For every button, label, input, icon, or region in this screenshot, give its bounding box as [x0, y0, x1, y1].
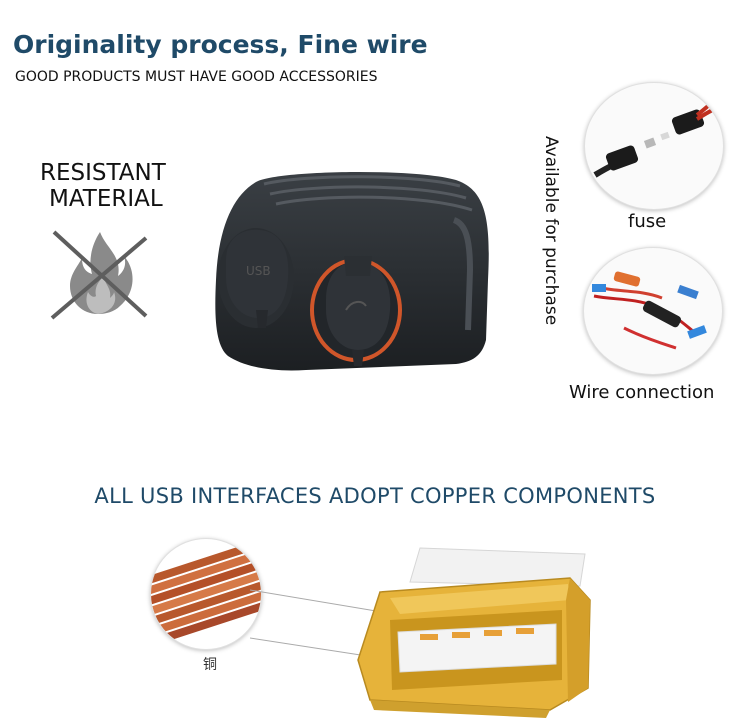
fuse-image: [584, 82, 724, 210]
page-subtitle: GOOD PRODUCTS MUST HAVE GOOD ACCESSORIES: [15, 69, 378, 85]
dual-socket-image: USB: [215, 171, 489, 371]
no-fire-icon: [50, 230, 148, 320]
copper-sheets-image: [150, 538, 262, 650]
available-for-purchase-text: Available for purchase: [541, 136, 561, 326]
resistant-label-line1: RESISTANT: [40, 160, 166, 186]
copper-label: 铜: [203, 657, 217, 673]
left-socket-text: USB: [246, 264, 271, 278]
page-title: Originality process, Fine wire: [13, 30, 428, 59]
fuse-label: fuse: [628, 211, 667, 232]
wire-connection-label: Wire connection: [569, 382, 715, 403]
copper-heading: ALL USB INTERFACES ADOPT COPPER COMPONEN…: [94, 484, 656, 508]
usb-connector-image: [250, 547, 591, 718]
resistant-label-line2: MATERIAL: [49, 186, 163, 212]
wire-connection-image: [583, 247, 723, 375]
